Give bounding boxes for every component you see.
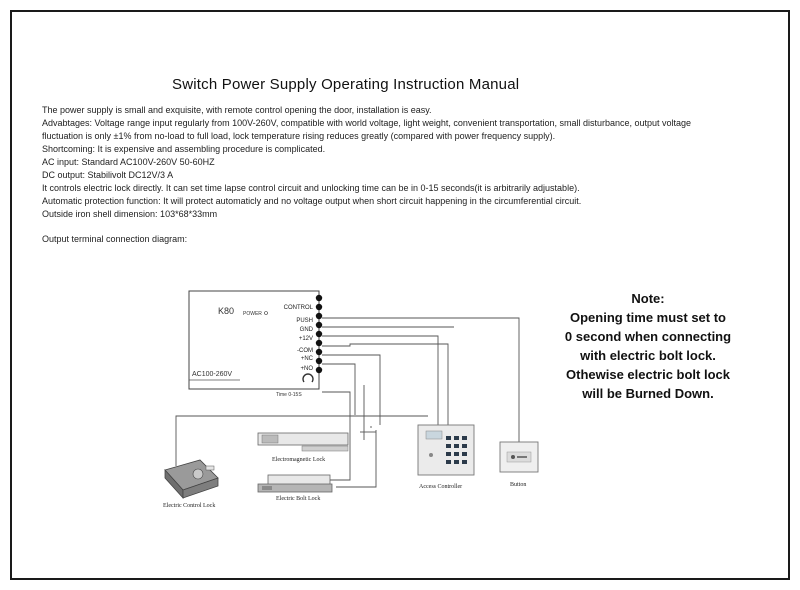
time-adjust-knob-icon [302, 373, 314, 383]
power-led-label: POWER [243, 311, 262, 317]
electric-bolt-lock-label: Electric Bolt Lock [276, 496, 320, 502]
terminal-label-control: CONTROL [284, 305, 314, 311]
terminal-label-no: +NO [300, 366, 313, 372]
electric-control-lock-label: Electric Control Lock [163, 503, 215, 509]
terminal-label-com: -COM [297, 348, 313, 354]
paragraph-protection: Automatic protection function: It will p… [42, 196, 582, 206]
connection-diagram-label: Output terminal connection diagram: [42, 234, 188, 244]
paragraph-control: It controls electric lock directly. It c… [42, 183, 580, 193]
note-line-4: Othewise electric bolt lock [566, 367, 730, 382]
time-label: Time 0-15S [276, 392, 302, 398]
electromagnetic-lock-label: Electromagnetic Lock [272, 457, 325, 463]
paragraph-dc-output: DC output: Stabilivolt DC12V/3 A [42, 170, 174, 180]
exit-button-icon [499, 441, 539, 473]
paragraph-advantages: Advabtages: Voltage range input regularl… [42, 118, 692, 128]
terminal-label-gnd: GND [300, 327, 314, 333]
note-line-5: will be Burned Down. [582, 386, 714, 401]
model-label: K80 [218, 306, 234, 316]
note-line-3: with electric bolt lock. [580, 348, 716, 363]
terminal-block [315, 294, 323, 374]
note-line-1: Opening time must set to [569, 310, 726, 325]
power-supply-box [188, 290, 320, 390]
wires [175, 317, 520, 488]
paragraph-ac-input: AC input: Standard AC100V-260V 50-60HZ [42, 157, 215, 167]
electric-control-lock-icon [164, 459, 219, 500]
warning-note: Note: Opening time must set to 0 second … [548, 289, 748, 403]
paragraph-shortcoming: Shortcoming: It is expensive and assembl… [42, 144, 326, 154]
note-line-2: 0 second when connecting [564, 329, 732, 344]
note-heading: Note: [631, 291, 665, 306]
access-controller-label: Access Controller [419, 484, 462, 490]
manual-body: The power supply is small and exquisite,… [42, 104, 762, 221]
paragraph-advantages-cont: fluctuation is only ±1% from no-load to … [42, 131, 556, 141]
paragraph-dimension: Outside iron shell dimension: 103*68*33m… [42, 209, 218, 219]
manual-title: Switch Power Supply Operating Instructio… [172, 76, 520, 93]
document-border [10, 10, 790, 580]
terminal-label-nc: +NC [301, 356, 314, 362]
access-controller-keypad-icon [417, 424, 475, 476]
terminal-label-12v: +12V [299, 336, 313, 342]
ac-input-label: AC100-260V [192, 371, 232, 378]
button-label: Button [510, 482, 526, 488]
electromagnetic-lock-icon [257, 432, 349, 452]
paragraph-intro: The power supply is small and exquisite,… [42, 105, 432, 115]
power-led-icon [264, 311, 268, 315]
terminal-label-push: PUSH [296, 318, 313, 324]
electric-bolt-lock-icon [257, 474, 333, 493]
